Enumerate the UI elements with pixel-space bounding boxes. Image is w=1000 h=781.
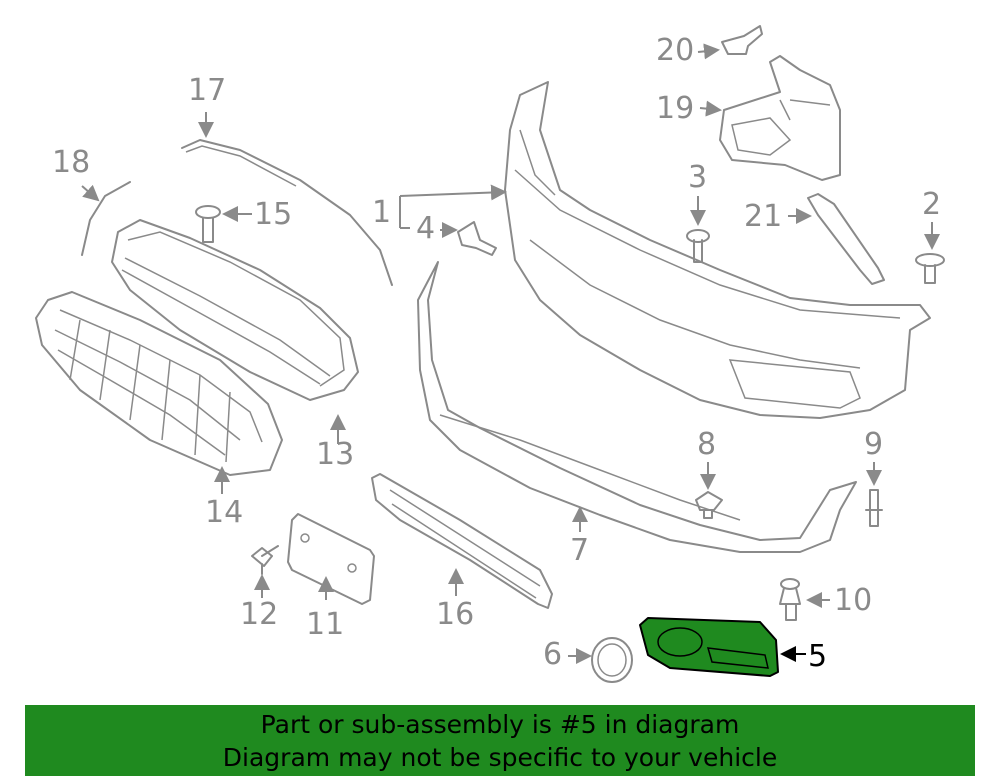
molding-part-17 bbox=[181, 139, 393, 286]
pin-part-9 bbox=[865, 489, 883, 527]
bolt-part-12 bbox=[251, 545, 279, 575]
air-duct-part-19 bbox=[719, 55, 841, 181]
callout-18: 18 bbox=[52, 145, 91, 180]
callout-17: 17 bbox=[188, 73, 227, 108]
info-banner: Part or sub-assembly is #5 in diagram Di… bbox=[25, 705, 975, 776]
callout-20: 20 bbox=[656, 33, 695, 68]
banner-line-2: Diagram may not be specific to your vehi… bbox=[222, 743, 778, 772]
license-plate-bracket-part-11 bbox=[287, 513, 375, 605]
callout-6: 6 bbox=[543, 637, 563, 672]
screw-part-15 bbox=[195, 205, 221, 243]
screw-part-3 bbox=[686, 229, 710, 263]
callout-3: 3 bbox=[688, 160, 708, 195]
bracket-part-20 bbox=[721, 25, 763, 55]
clip-part-8 bbox=[695, 491, 723, 519]
screw-part-2 bbox=[915, 253, 945, 284]
lower-grille-part-14 bbox=[35, 291, 283, 476]
callout-21: 21 bbox=[744, 199, 783, 234]
ring-part-6 bbox=[591, 637, 633, 683]
callout-4: 4 bbox=[416, 211, 436, 246]
callout-7: 7 bbox=[570, 533, 590, 568]
banner-line-1: Part or sub-assembly is #5 in diagram bbox=[260, 710, 740, 739]
callout-13: 13 bbox=[316, 437, 355, 472]
callout-19: 19 bbox=[656, 91, 695, 126]
callout-9: 9 bbox=[864, 427, 884, 462]
grille-insert-part-16 bbox=[371, 473, 553, 609]
callout-1: 1 bbox=[372, 195, 392, 230]
callout-12: 12 bbox=[240, 597, 279, 632]
cap-part-4 bbox=[457, 221, 497, 256]
bumper-cover-part-1 bbox=[504, 81, 931, 419]
callout-2: 2 bbox=[922, 187, 942, 222]
callout-11: 11 bbox=[306, 607, 345, 642]
upper-grille-part-13 bbox=[111, 219, 359, 401]
fog-lamp-bracket-part-5 bbox=[639, 617, 779, 677]
rivet-part-10 bbox=[779, 578, 801, 621]
strip-part-18 bbox=[81, 181, 131, 256]
callout-14: 14 bbox=[205, 495, 244, 530]
spoiler-part-7 bbox=[417, 261, 857, 553]
callout-5: 5 bbox=[808, 639, 828, 674]
callout-15: 15 bbox=[254, 197, 293, 232]
callout-10: 10 bbox=[834, 583, 873, 618]
callout-8: 8 bbox=[697, 427, 717, 462]
support-part-21 bbox=[807, 193, 885, 285]
callout-16: 16 bbox=[436, 597, 475, 632]
